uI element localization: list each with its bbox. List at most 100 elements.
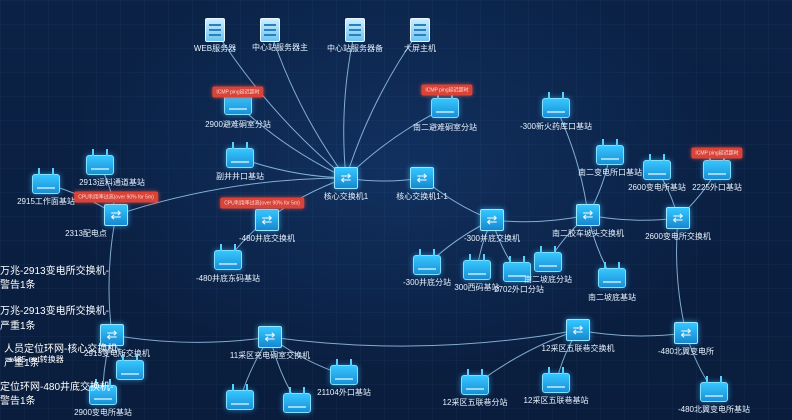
- node-label: 21104外口基站: [317, 388, 371, 397]
- base-station-icon: [214, 244, 242, 270]
- node-label: 副井井口基站: [216, 172, 264, 181]
- node-s2313[interactable]: ⇄: [104, 204, 128, 226]
- alert-text: 人员定位环网-核心交换机-: [4, 344, 121, 355]
- link-s2900-core1: [237, 104, 347, 179]
- node-xinhuo[interactable]: [542, 92, 570, 118]
- node-nan2podi[interactable]: [534, 246, 562, 272]
- node-label: -480井底交换机: [238, 234, 296, 243]
- node-nan2bd[interactable]: [596, 139, 624, 165]
- node-sw480n[interactable]: ⇄: [674, 322, 698, 344]
- link-bigscreen-core1: [345, 29, 421, 179]
- node-label: -300井底交换机: [463, 234, 521, 243]
- link-center2-core1: [343, 29, 356, 179]
- server-icon: [260, 18, 280, 42]
- alarm-tag[interactable]: ICMP ping延迟超时: [421, 84, 473, 96]
- node-label: 核心交换机1-1: [396, 192, 448, 201]
- base-station-icon: [534, 246, 562, 272]
- node-s2225[interactable]: [703, 154, 731, 180]
- link-s2313-sw2913: [108, 214, 117, 336]
- node-nan2podiji[interactable]: [598, 262, 626, 288]
- node-s12ji[interactable]: [542, 367, 570, 393]
- node-center1[interactable]: [260, 18, 280, 42]
- node-label: 2702外口分站: [494, 285, 544, 294]
- node-label: 2900变电所基站: [74, 408, 132, 417]
- server-icon: [345, 18, 365, 42]
- node-label: 南二变电所口基站: [578, 168, 642, 177]
- node-core1[interactable]: ⇄: [334, 167, 358, 189]
- node-s2900bd[interactable]: [89, 379, 117, 405]
- link-sw2600-sw480n: [676, 217, 687, 334]
- base-station-icon: [700, 376, 728, 402]
- node-s480nbd[interactable]: [700, 376, 728, 402]
- node-jd300[interactable]: [413, 249, 441, 275]
- server-icon: [410, 18, 430, 42]
- node-label: 大屏主机: [404, 44, 436, 53]
- switch-icon: ⇄: [258, 326, 282, 348]
- node-sw12[interactable]: ⇄: [566, 319, 590, 341]
- switch-icon: ⇄: [100, 324, 124, 346]
- base-station-icon: [503, 256, 531, 282]
- base-station-icon: [32, 168, 60, 194]
- node-s2915[interactable]: [32, 168, 60, 194]
- node-sw2600[interactable]: ⇄: [666, 207, 690, 229]
- node-s2913[interactable]: [86, 149, 114, 175]
- node-a11[interactable]: [226, 384, 254, 410]
- node-label: -300井底分站: [402, 278, 452, 287]
- node-fujing[interactable]: [226, 142, 254, 168]
- link-web-core1: [214, 29, 347, 179]
- base-station-icon: [224, 89, 252, 115]
- node-label: 12采区五联巷基站: [523, 396, 589, 405]
- node-label: 核心交换机1: [323, 192, 369, 201]
- node-label: -480北翼变电所基站: [677, 405, 751, 414]
- switch-icon: ⇄: [410, 167, 434, 189]
- base-station-icon: [643, 154, 671, 180]
- base-station-icon: [116, 354, 144, 380]
- alarm-tag[interactable]: CPU利用率过高(over 90% for 5m): [220, 197, 304, 209]
- node-s2900[interactable]: [224, 89, 252, 115]
- base-station-icon: [431, 92, 459, 118]
- alarm-tag[interactable]: CPU利用率过高(over 90% for 5m): [74, 191, 158, 203]
- alarm-tag[interactable]: ICMP ping延迟超时: [691, 147, 743, 159]
- node-label: 300西码基站: [454, 283, 500, 292]
- base-station-icon: [598, 262, 626, 288]
- node-s2702[interactable]: [503, 256, 531, 282]
- node-label: 中心站服务器主: [252, 43, 308, 52]
- node-s300ma[interactable]: [463, 254, 491, 280]
- node-label: 南二胶车坡头交换机: [552, 229, 624, 238]
- node-center2[interactable]: [345, 18, 365, 42]
- link-center1-core1: [269, 29, 347, 179]
- node-sw11[interactable]: ⇄: [258, 326, 282, 348]
- switch-icon: ⇄: [104, 204, 128, 226]
- node-core11[interactable]: ⇄: [410, 167, 434, 189]
- node-label: 2900避难硐室分站: [205, 120, 271, 129]
- alarm-tag[interactable]: ICMP ping延迟超时: [212, 86, 264, 98]
- switch-icon: ⇄: [480, 209, 504, 231]
- node-label: 2913变电所交换机: [84, 349, 150, 358]
- base-station-icon: [86, 149, 114, 175]
- node-label: 2313配电点: [65, 229, 107, 238]
- node-web[interactable]: [205, 18, 225, 42]
- base-station-icon: [330, 359, 358, 385]
- switch-icon: ⇄: [576, 204, 600, 226]
- base-station-icon: [542, 92, 570, 118]
- node-s12fen[interactable]: [461, 369, 489, 395]
- node-a12[interactable]: [283, 387, 311, 413]
- node-nan2jiao[interactable]: ⇄: [576, 204, 600, 226]
- node-a13[interactable]: [116, 354, 144, 380]
- node-s480ma[interactable]: [214, 244, 242, 270]
- node-s2600bd[interactable]: [643, 154, 671, 180]
- node-sw2913[interactable]: ⇄: [100, 324, 124, 346]
- node-sw480[interactable]: ⇄: [255, 209, 279, 231]
- switch-icon: ⇄: [566, 319, 590, 341]
- node-sw300[interactable]: ⇄: [480, 209, 504, 231]
- node-label: 2600变电所基站: [628, 183, 686, 192]
- node-nan2[interactable]: [431, 92, 459, 118]
- link-sw11-sw12: [269, 329, 579, 347]
- server-icon: [205, 18, 225, 42]
- base-station-icon: [461, 369, 489, 395]
- node-s21104[interactable]: [330, 359, 358, 385]
- switch-icon: ⇄: [674, 322, 698, 344]
- base-station-icon: [463, 254, 491, 280]
- node-bigscreen[interactable]: [410, 18, 430, 42]
